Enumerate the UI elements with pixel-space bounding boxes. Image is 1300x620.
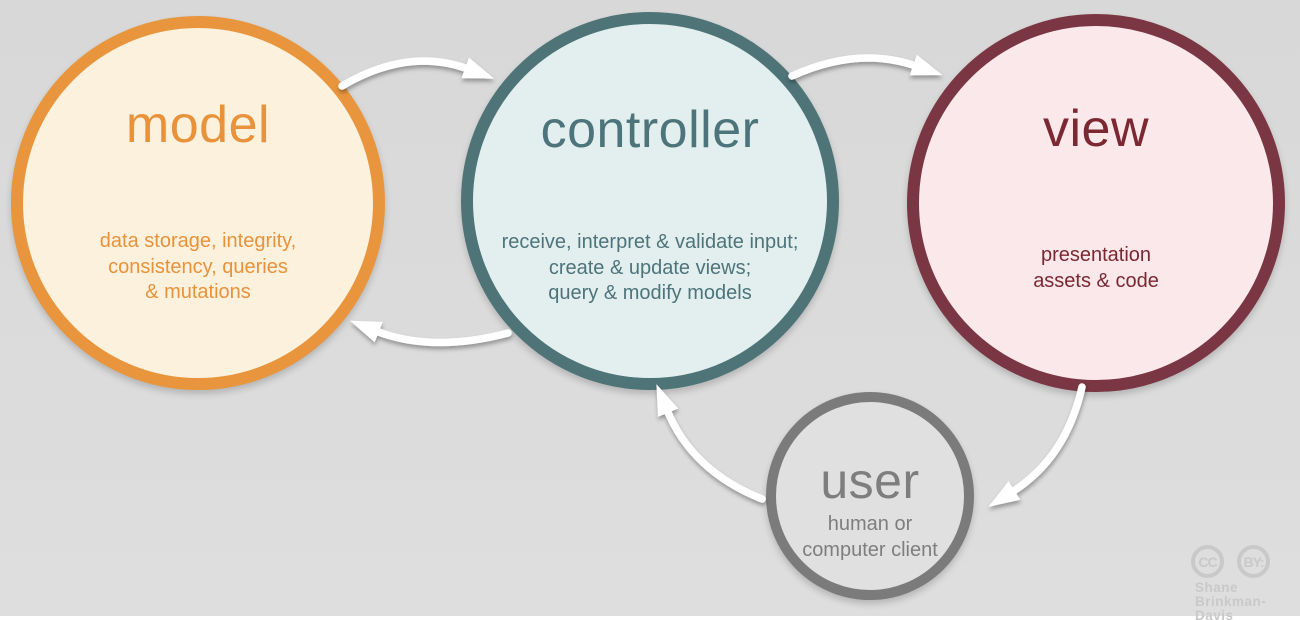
arrow-model-to-controller [338, 57, 495, 90]
user-description: human or computer client [802, 513, 938, 561]
model-description: data storage, integrity, consistency, qu… [99, 230, 297, 303]
controller-title: controller [540, 101, 760, 159]
by-icon: BY: [1237, 545, 1270, 578]
view-title: view [1042, 100, 1150, 158]
model-node: model data storage, integrity, consisten… [11, 16, 385, 390]
view-description: presentation assets & code [1033, 244, 1159, 292]
view-node: view presentation assets & code [907, 14, 1285, 392]
user-node: user human or computer client [766, 392, 974, 600]
arrow-controller-to-model [349, 320, 512, 347]
user-title: user [820, 453, 920, 509]
controller-description: receive, interpret & validate input; cre… [501, 231, 799, 304]
arrow-view-to-user [988, 383, 1086, 507]
author-name: Shane Brinkman-Davis [1195, 580, 1267, 620]
cc-icon: CC [1191, 545, 1224, 578]
license-icons: CC BY: [1191, 545, 1300, 578]
controller-node: controller receive, interpret & validate… [461, 12, 839, 390]
arrow-controller-to-view [788, 54, 943, 80]
model-title: model [125, 96, 271, 154]
arrow-user-to-controller [656, 384, 766, 503]
bottom-strip [0, 616, 1300, 620]
license-attribution: CC BY: Shane Brinkman-Davis [1191, 545, 1300, 620]
